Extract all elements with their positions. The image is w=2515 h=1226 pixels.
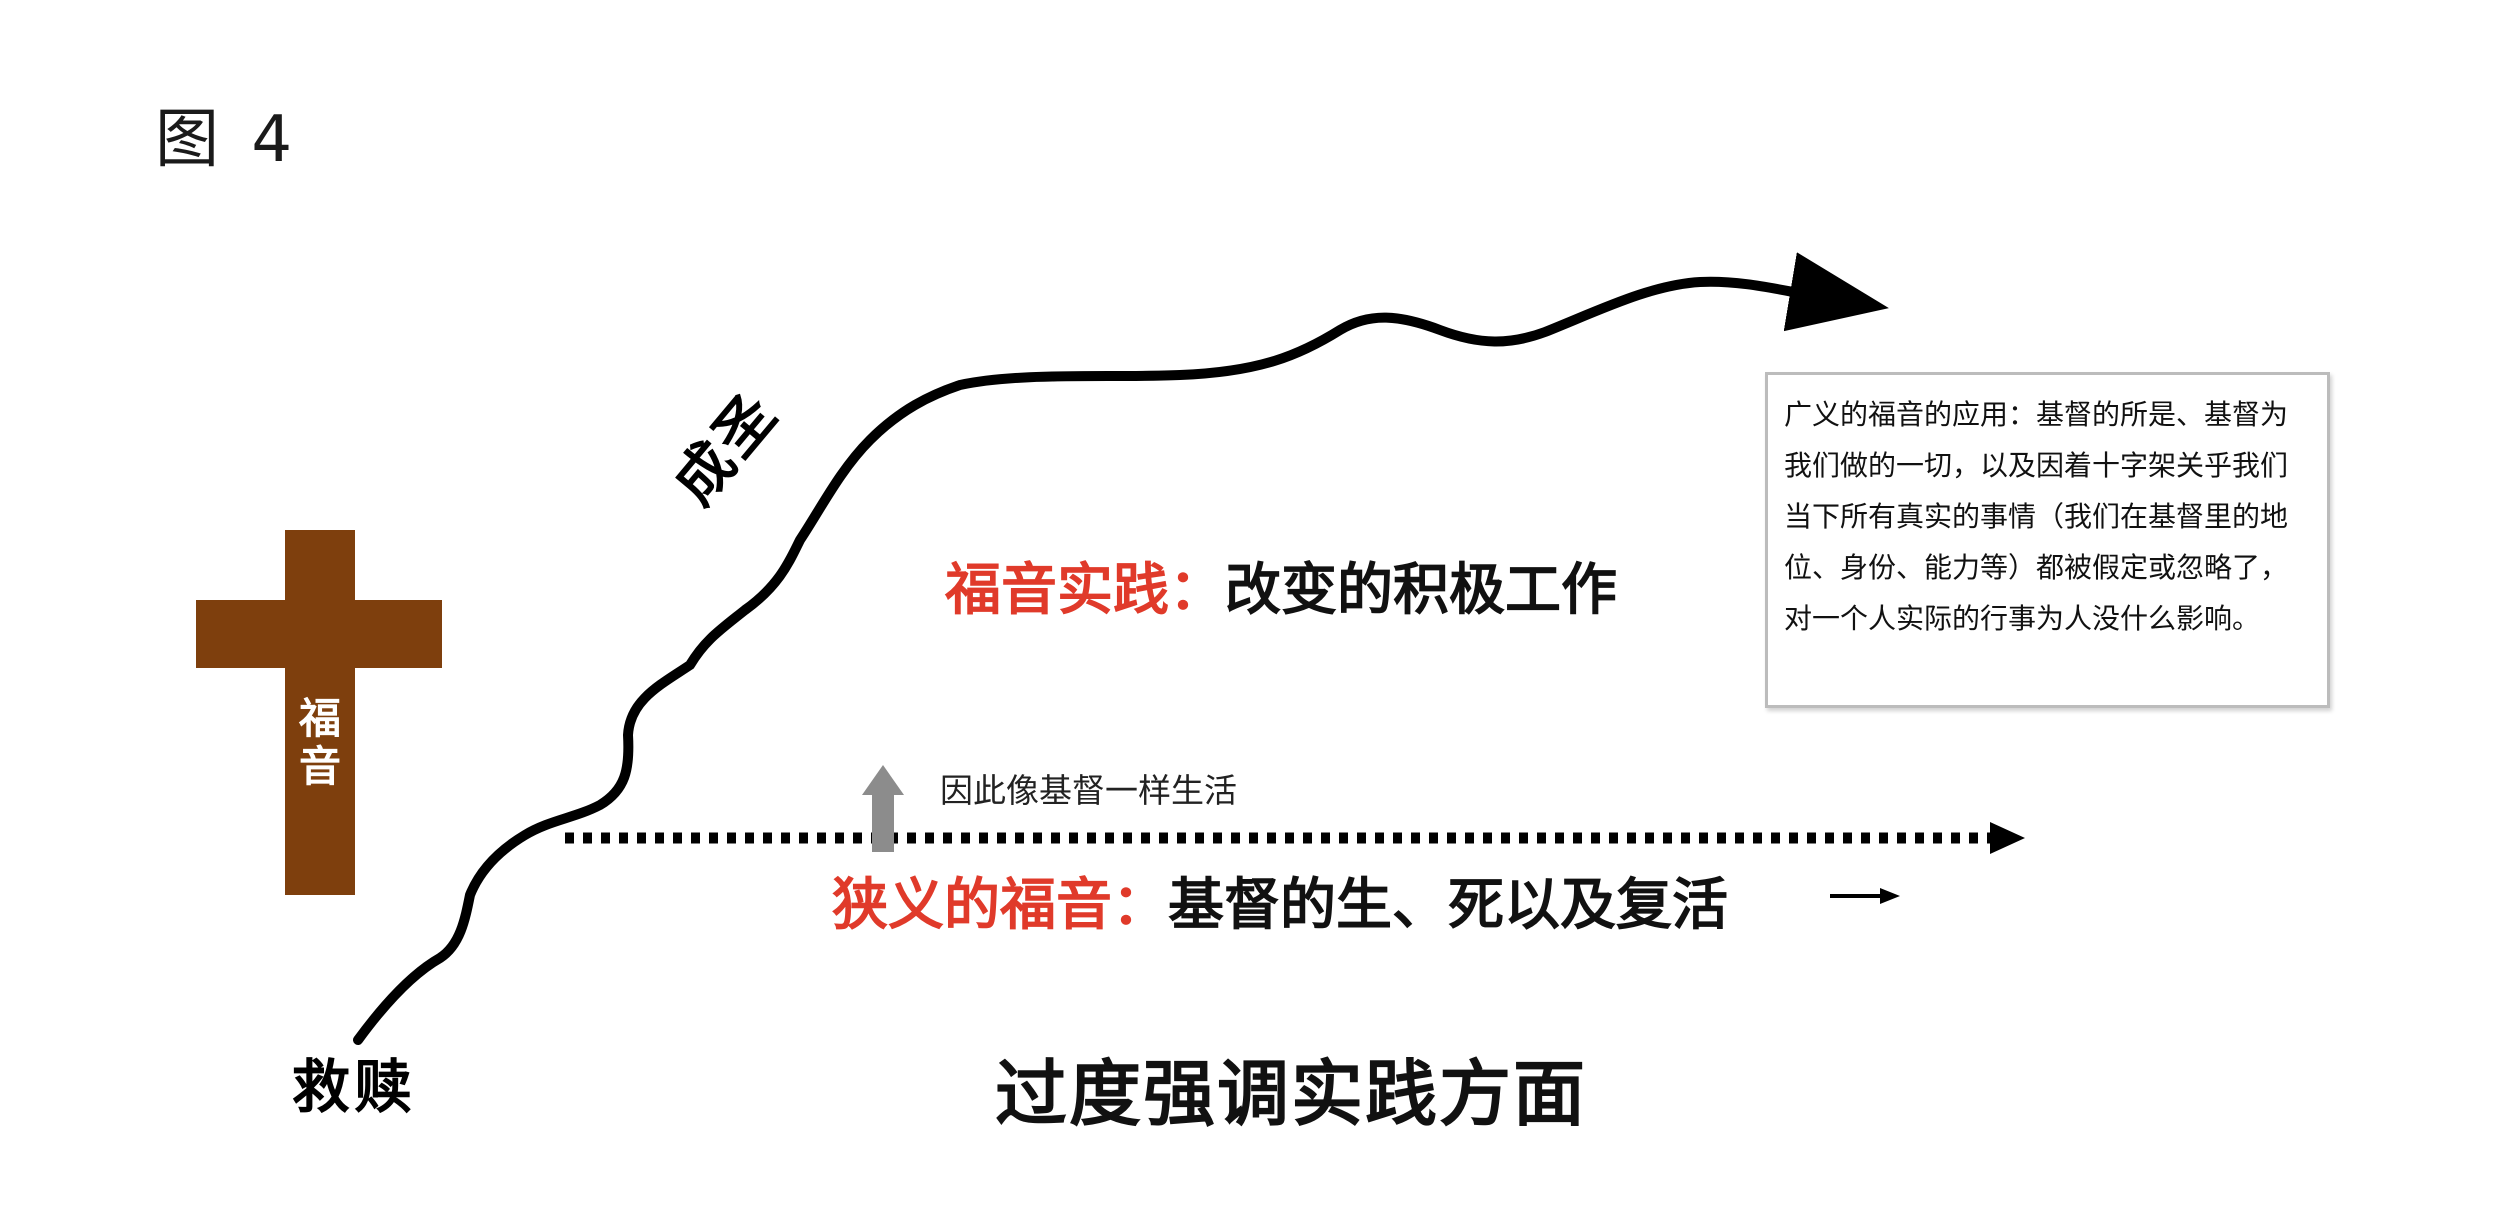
cross-horizontal-beam — [196, 600, 442, 668]
gospel-practice-text: 改变的积极工作 — [1225, 558, 1617, 623]
broad-gospel-note-text: 广义的福音的应用：基督的所是、基督为我们做的一切，以及因着十字架关乎我们当下所有… — [1784, 398, 2289, 635]
gospel-practice-prefix: 福音实践： — [945, 558, 1225, 623]
up-arrow-icon — [862, 765, 904, 852]
narrow-gospel-prefix: 狭义的福音： — [832, 873, 1168, 938]
cross-text-bottom: 音 — [298, 742, 341, 791]
gospel-cross — [196, 530, 442, 895]
narrow-gospel-line: 狭义的福音：基督的生、死以及复活 — [832, 860, 1728, 941]
figure-label: 图 4 — [155, 103, 299, 177]
broad-gospel-note-box: 广义的福音的应用：基督的所是、基督为我们做的一切，以及因着十字架关乎我们当下所有… — [1765, 372, 2330, 708]
redemption-label: 救赎 — [292, 1053, 417, 1121]
small-right-arrow-icon — [1830, 888, 1900, 904]
gospel-practice-line: 福音实践：改变的积极工作 — [945, 545, 1617, 626]
diagram-caption: 过度强调实践方面 — [995, 1052, 1588, 1136]
live-like-christ-text: 因此像基督一样生活 — [940, 771, 1237, 810]
narrow-gospel-text: 基督的生、死以及复活 — [1168, 873, 1728, 938]
dotted-line-arrowhead — [1990, 822, 2025, 854]
cross-text-top: 福 — [298, 694, 341, 743]
sanctification-curve — [353, 252, 1889, 1045]
cross-vertical-beam — [285, 530, 355, 895]
